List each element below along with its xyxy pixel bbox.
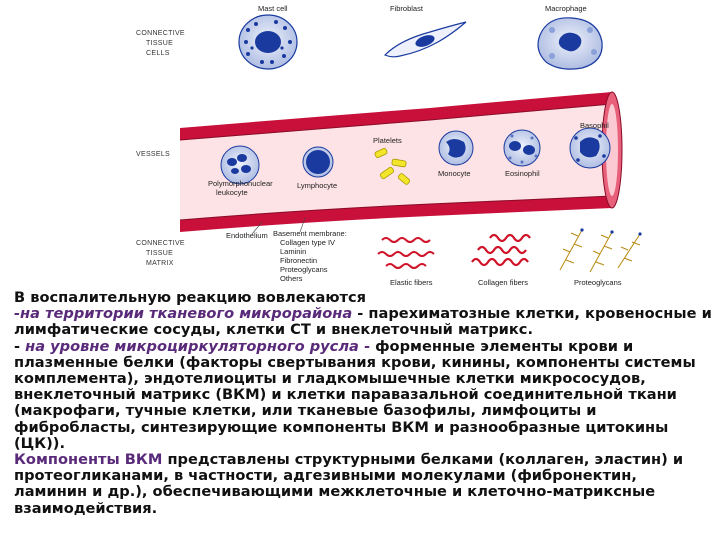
mast-cell: [238, 14, 298, 70]
paragraph-1: В воспалительную реакцию вовлекаются -на…: [14, 289, 714, 452]
label-ct-cells-3: CELLS: [146, 50, 170, 57]
label-ct-cells-2: TISSUE: [146, 40, 173, 47]
label-bm-5: Others: [280, 274, 303, 283]
label-basophil: Basophil: [580, 121, 609, 130]
label-ct-matrix-2: TISSUE: [146, 250, 173, 257]
proteoglycans: [559, 229, 641, 273]
label-bm-3: Fibronectin: [280, 256, 317, 265]
label-pmn-2: leukocyte: [216, 188, 248, 197]
label-elastic-fibers: Elastic fibers: [390, 278, 433, 287]
collagen-fibers: [471, 233, 531, 267]
label-bm-4: Proteoglycans: [280, 265, 328, 274]
monocyte: [438, 130, 474, 166]
label-bm-0: Basement membrane:: [273, 229, 347, 238]
eosinophil: [503, 129, 541, 167]
label-platelets: Platelets: [373, 136, 402, 145]
label-ct-matrix-3: MATRIX: [146, 260, 174, 267]
basophil: [569, 127, 611, 169]
label-proteoglycans: Proteoglycans: [574, 278, 622, 287]
paragraph-1-italic-2: на уровне микроциркуляторного русла: [25, 337, 359, 355]
label-vessels: VESSELS: [136, 151, 170, 158]
diagram-cells-and-vessel: Mast cell Fibroblast Macrophage CONNECTI…: [136, 4, 642, 287]
description-text: В воспалительную реакцию вовлекаются -на…: [14, 289, 714, 517]
label-ct-matrix-1: CONNECTIVE: [136, 240, 185, 247]
label-macrophage: Macrophage: [545, 4, 587, 13]
label-bm-1: Collagen type IV: [280, 238, 335, 247]
fibroblast: [383, 21, 467, 58]
label-lymphocyte: Lymphocyte: [297, 181, 337, 190]
label-fibroblast: Fibroblast: [390, 4, 424, 13]
label-collagen-fibers: Collagen fibers: [478, 278, 528, 287]
macrophage: [537, 17, 603, 70]
platelets: [374, 148, 411, 185]
paragraph-2-rest: представлены структурными белками (колла…: [14, 451, 684, 517]
elastic-fibers: [377, 237, 435, 269]
paragraph-1-dash: -: [14, 337, 26, 355]
label-monocyte: Monocyte: [438, 169, 471, 178]
label-bm-2: Laminin: [280, 247, 306, 256]
paragraph-2: Компоненты ВКМ представлены структурными…: [14, 451, 714, 517]
paragraph-1-separator: -: [358, 337, 376, 355]
label-endothelium: Endothelium: [226, 231, 268, 240]
label-eosinophil: Eosinophil: [505, 169, 540, 178]
label-pmn-1: Polymorphonuclear: [208, 179, 273, 188]
polymorphonuclear-leukocyte: [220, 145, 260, 185]
label-mast-cell: Mast cell: [258, 4, 288, 13]
paragraph-2-lead: Компоненты ВКМ: [14, 451, 163, 469]
paragraph-1-rest-2: форменные элементы крови и плазменные бе…: [14, 337, 696, 452]
lymphocyte: [302, 146, 334, 178]
paragraph-1-italic-1: -на территории тканевого микрорайона: [14, 305, 353, 323]
paragraph-1-title: В воспалительную реакцию вовлекаются: [14, 289, 367, 306]
paragraph-1-rest-1: - парехиматозные клетки, кровеносные и л…: [14, 305, 712, 339]
label-ct-cells-1: CONNECTIVE: [136, 30, 185, 37]
